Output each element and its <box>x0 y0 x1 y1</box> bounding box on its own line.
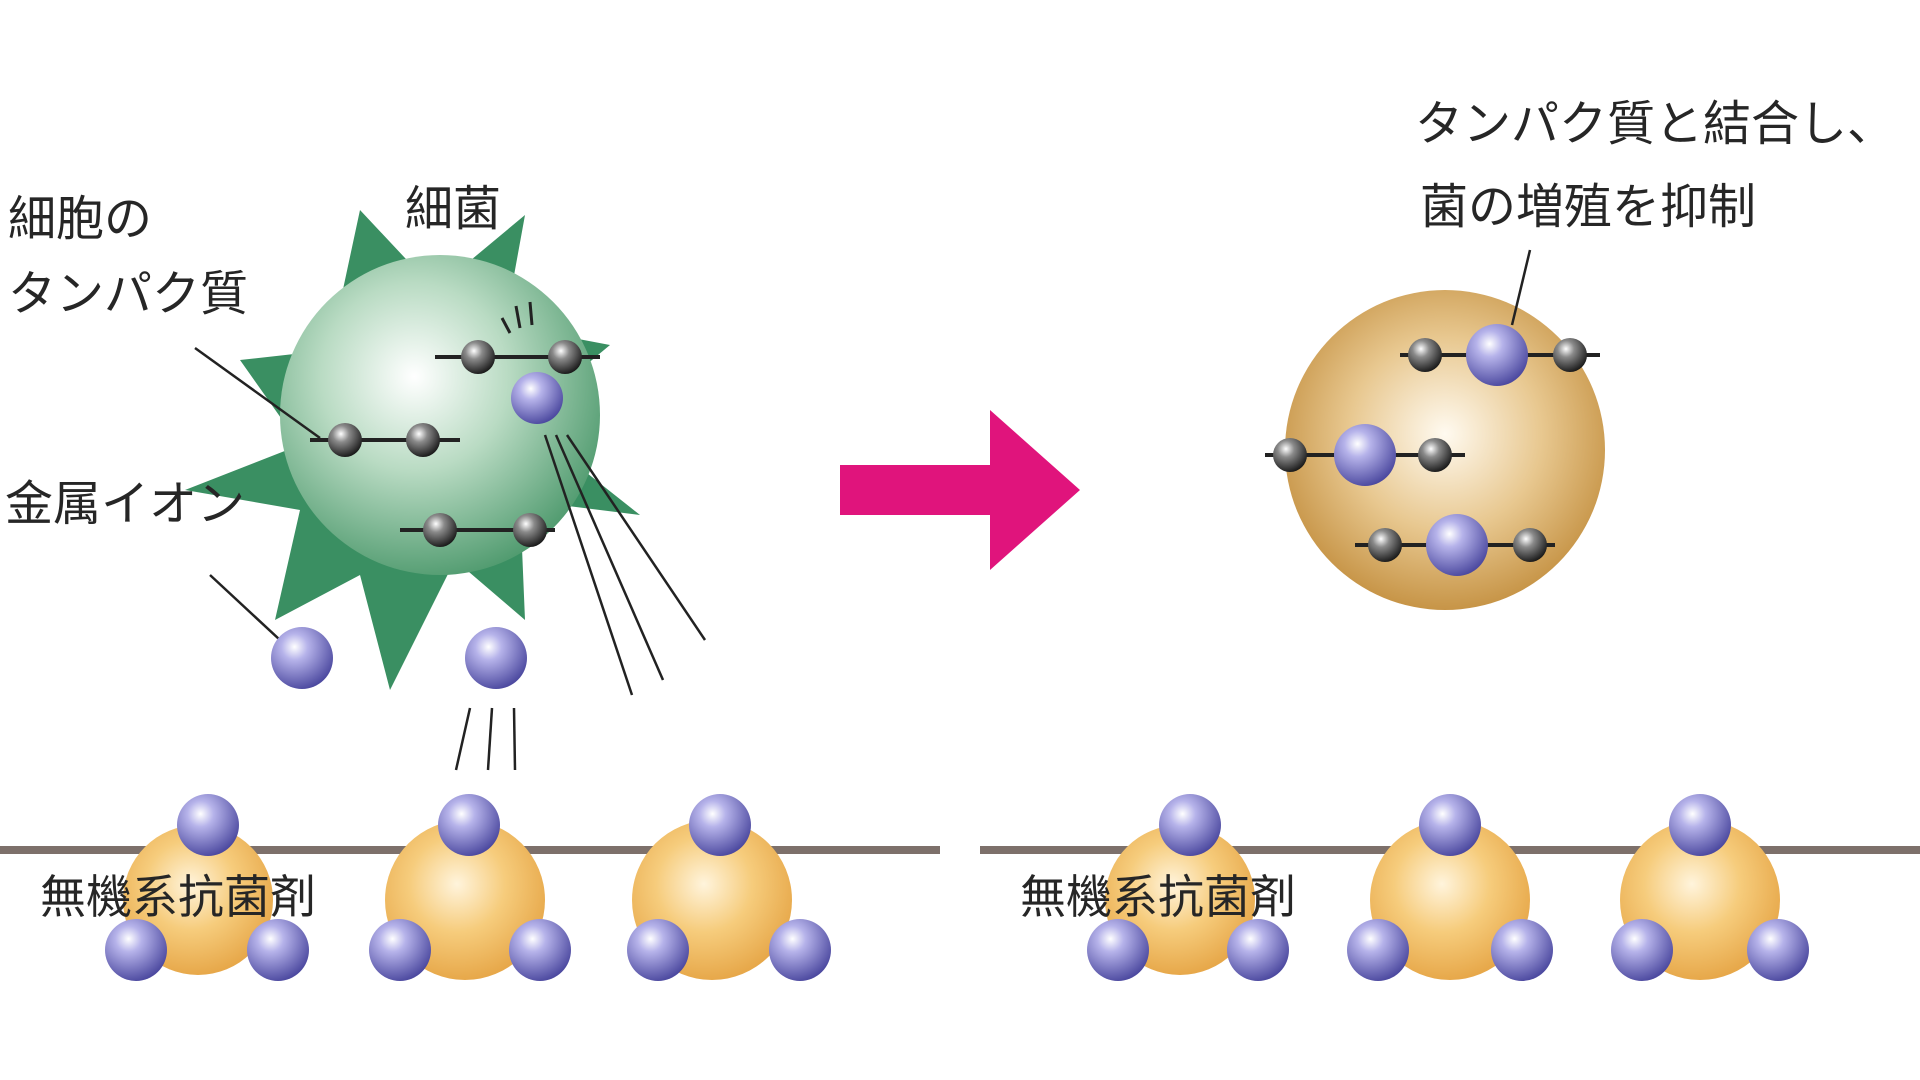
process-arrow <box>840 410 1080 570</box>
metal-ion-released <box>465 627 527 689</box>
label-cell-protein-line1: 細胞の <box>8 191 153 247</box>
impact-lines <box>500 301 534 334</box>
agent-particle-left-1 <box>105 794 309 981</box>
leader-line-metal-ion <box>209 574 281 641</box>
bound-protein-3 <box>1355 514 1555 576</box>
cell-protein-1 <box>435 340 600 374</box>
agent-particle-right-2 <box>1347 794 1553 981</box>
label-agent-left: 無機系抗菌剤 <box>40 870 316 924</box>
label-metal-ion: 金属イオン <box>5 476 246 532</box>
metal-ion-free <box>271 627 333 689</box>
cell-protein-2 <box>310 423 460 457</box>
bacteria-body <box>280 255 600 575</box>
label-cell-protein-line2: タンパク質 <box>8 266 249 322</box>
metal-ion-attacking <box>511 372 563 424</box>
agent-particle-left-3 <box>627 794 831 981</box>
label-bacteria: 細菌 <box>405 181 502 237</box>
leader-line-protein <box>194 346 321 440</box>
bound-protein-2 <box>1265 424 1465 486</box>
bound-protein-1 <box>1400 324 1600 386</box>
agent-particle-left-2 <box>369 794 571 981</box>
agent-particle-right-1 <box>1087 794 1289 981</box>
label-agent-right: 無機系抗菌剤 <box>1020 870 1296 924</box>
agent-particle-right-3 <box>1611 794 1809 981</box>
cell-protein-3 <box>400 513 555 547</box>
release-motion-lines <box>454 707 517 771</box>
label-result-line1: タンパク質と結合し、 <box>1415 96 1896 152</box>
leader-line-result <box>1510 249 1532 326</box>
ion-motion-lines <box>543 434 707 696</box>
label-result-line2: 菌の増殖を抑制 <box>1420 179 1757 235</box>
